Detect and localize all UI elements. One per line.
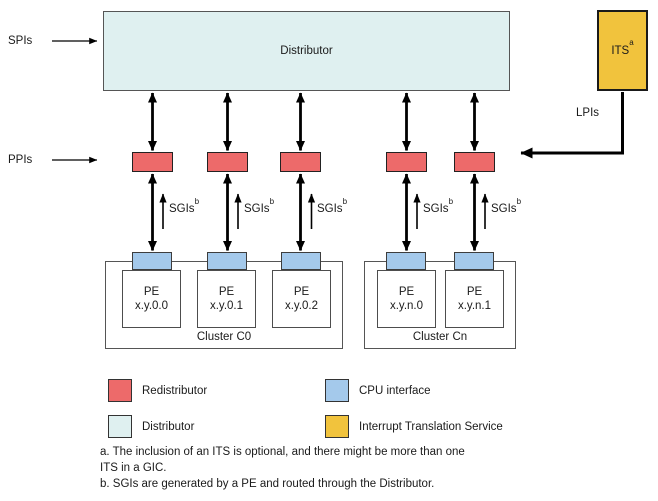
redistributor-box	[280, 152, 321, 172]
sgis-label: SGIsb	[491, 196, 522, 215]
redistributor-box	[454, 152, 495, 172]
cpu-interface-box	[207, 252, 247, 270]
legend-label: Interrupt Translation Service	[359, 420, 503, 433]
pe-box: PE x.y.n.1	[445, 270, 504, 328]
legend-label: CPU interface	[359, 384, 431, 397]
redistributor-swatch	[108, 379, 132, 402]
its-box: ITSa	[597, 10, 648, 91]
pe-box: PE x.y.0.1	[197, 270, 256, 328]
pe-label: PE	[218, 286, 235, 298]
sgis-footnote-marker: b	[342, 196, 348, 206]
sgis-footnote-marker: b	[269, 196, 275, 206]
legend-item-its: Interrupt Translation Service	[325, 415, 503, 438]
sgis-footnote-marker: b	[194, 196, 200, 206]
sgis-label: SGIsb	[244, 196, 275, 215]
lpis-arrow	[520, 92, 624, 159]
pe-label: PE	[466, 286, 483, 298]
cpu-interface-box	[454, 252, 494, 270]
ppis-label: PPIs	[8, 154, 33, 166]
distributor-label: Distributor	[280, 45, 333, 57]
spis-label: SPIs	[8, 35, 33, 47]
redistributor-box	[132, 152, 173, 172]
pe-label: PE	[143, 286, 160, 298]
pe-id: x.y.0.2	[284, 300, 319, 312]
its-swatch	[325, 415, 349, 438]
cpu-interface-box	[386, 252, 426, 270]
pe-id: x.y.n.1	[457, 300, 492, 312]
sgis-footnote-marker: b	[516, 196, 522, 206]
legend-label: Redistributor	[142, 384, 208, 397]
cluster-cn-label: Cluster Cn	[412, 331, 468, 343]
pe-box: PE x.y.0.0	[122, 270, 181, 328]
footnotes: a. The inclusion of an ITS is optional, …	[100, 444, 590, 492]
its-label: ITSa	[611, 38, 634, 57]
footnote-b: b. SGIs are generated by a PE and routed…	[100, 478, 435, 490]
legend-label: Distributor	[142, 420, 195, 433]
sgis-footnote-marker: b	[448, 196, 454, 206]
distributor-swatch	[108, 415, 132, 438]
sgis-label: SGIsb	[317, 196, 348, 215]
redistributor-box	[386, 152, 427, 172]
pe-id: x.y.0.0	[134, 300, 169, 312]
redistributor-box	[207, 152, 248, 172]
cpu-interface-swatch	[325, 379, 349, 402]
legend-item-redistributor: Redistributor	[108, 379, 207, 402]
pe-box: PE x.y.n.0	[377, 270, 436, 328]
lpis-label: LPIs	[576, 107, 600, 119]
sgis-label: SGIsb	[169, 196, 200, 215]
cluster-c0-label: Cluster C0	[196, 331, 252, 343]
its-footnote-marker: a	[629, 38, 634, 48]
pe-label: PE	[293, 286, 310, 298]
footnote-a: a. The inclusion of an ITS is optional, …	[100, 446, 465, 474]
cpu-interface-box	[281, 252, 321, 270]
pe-box: PE x.y.0.2	[272, 270, 331, 328]
pe-id: x.y.0.1	[209, 300, 244, 312]
legend-item-cpu-interface: CPU interface	[325, 379, 431, 402]
pe-id: x.y.n.0	[389, 300, 424, 312]
distributor-box: Distributor	[103, 11, 510, 91]
legend-item-distributor: Distributor	[108, 415, 194, 438]
cpu-interface-box	[132, 252, 172, 270]
sgis-label: SGIsb	[423, 196, 454, 215]
pe-label: PE	[398, 286, 415, 298]
